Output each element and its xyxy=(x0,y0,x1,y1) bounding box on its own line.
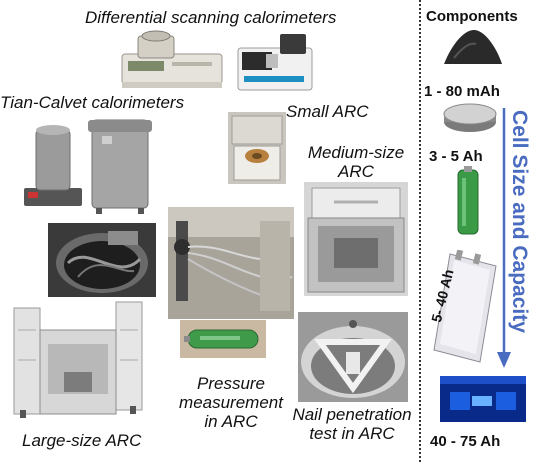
capacity-range-4: 40 - 75 Ah xyxy=(430,433,501,450)
nail-penetration-label: Nail penetration test in ARC xyxy=(286,405,418,443)
pressure-label-line-3: in ARC xyxy=(204,412,258,431)
nail-penetration-photo xyxy=(298,312,408,402)
arc-chamber-top-view-photo xyxy=(48,223,156,297)
medium-arc-label-line-1: Medium-size xyxy=(307,143,405,162)
pressure-label-line-2: measurement xyxy=(179,393,283,412)
coin-cell-icon xyxy=(443,103,497,132)
pressure-measurement-photo xyxy=(168,207,294,319)
dsc-instrument-photo-2 xyxy=(237,34,313,91)
tian-calvet-label: Tian-Calvet calorimeters xyxy=(0,93,185,112)
pressure-measurement-label: Pressure measurement in ARC xyxy=(172,374,290,431)
large-arc-label: Large-size ARC xyxy=(22,431,142,450)
medium-arc-label: Medium-size ARC xyxy=(302,143,410,181)
cylindrical-cell-icon xyxy=(457,166,479,235)
capacity-range-2: 3 - 5 Ah xyxy=(429,148,483,165)
medium-arc-label-line-2: ARC xyxy=(338,162,374,181)
tian-calvet-photo xyxy=(24,119,152,214)
cell-size-arrow-icon xyxy=(497,108,511,368)
nail-label-line-2: test in ARC xyxy=(309,424,395,443)
large-arc-photo xyxy=(13,301,143,418)
dsc-label: Differential scanning calorimeters xyxy=(85,8,337,27)
column-divider xyxy=(419,0,421,462)
cylindrical-cell-photo xyxy=(180,320,266,358)
small-arc-photo xyxy=(228,112,286,184)
powder-pile-icon xyxy=(444,30,502,64)
capacity-range-1: 1 - 80 mAh xyxy=(424,83,500,100)
pouch-cell-icon xyxy=(433,250,497,363)
medium-arc-photo xyxy=(304,182,408,296)
cell-size-capacity-label: Cell Size and Capacity xyxy=(508,110,531,333)
battery-pack-icon xyxy=(440,376,526,422)
nail-label-line-1: Nail penetration xyxy=(292,405,412,424)
dsc-instrument-photo-1 xyxy=(121,30,223,88)
components-heading: Components xyxy=(426,8,518,25)
pressure-label-line-1: Pressure xyxy=(196,374,266,393)
small-arc-label: Small ARC xyxy=(286,102,369,121)
